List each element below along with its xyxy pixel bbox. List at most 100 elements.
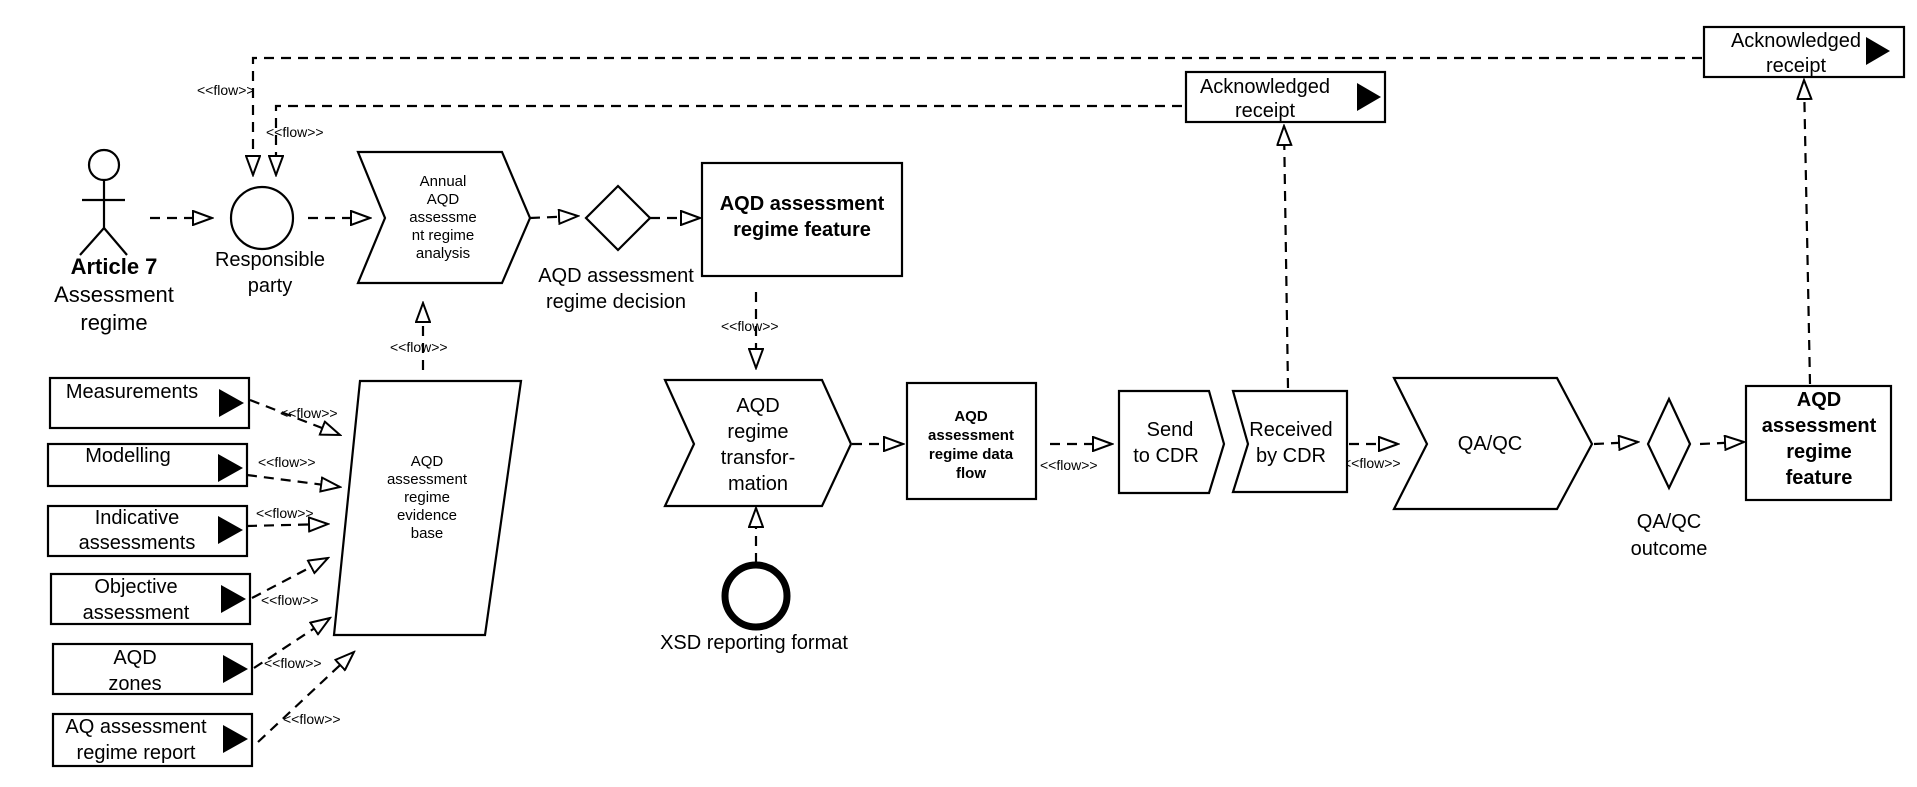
input-modelling[interactable]: Modelling xyxy=(46,442,249,488)
step-label: nt regime xyxy=(412,227,475,244)
evidence-base[interactable]: AQD assessment regime evidence base xyxy=(332,379,523,637)
step-label: mation xyxy=(728,473,788,495)
evidence-label: evidence xyxy=(397,507,457,524)
arrow-shape xyxy=(1231,389,1349,494)
flow-label: <<flow>> xyxy=(258,454,316,470)
input-label: Measurements xyxy=(66,381,198,403)
receipt-label: Acknowledged xyxy=(1731,30,1861,52)
flow-label: <<flow>> xyxy=(197,82,255,98)
chevron-shape xyxy=(663,378,853,508)
evidence-label: base xyxy=(411,525,444,542)
send-label: to CDR xyxy=(1133,445,1199,467)
transformation-step[interactable]: AQD regime transfor- mation xyxy=(663,378,853,508)
flow-label: <<flow>> xyxy=(390,339,448,355)
play-triangle-icon xyxy=(218,454,243,482)
step-label: analysis xyxy=(416,245,470,262)
input-box xyxy=(48,376,251,430)
decision-label: regime decision xyxy=(546,291,686,313)
input-label: Objective xyxy=(94,576,177,598)
evidence-label: AQD xyxy=(411,453,444,470)
flow-qaqc-to-outcome xyxy=(1593,442,1638,444)
arrow-shape xyxy=(1117,389,1226,495)
feature-label: regime feature xyxy=(733,219,871,241)
play-triangle-icon xyxy=(1866,37,1890,65)
step-label: Annual xyxy=(420,173,467,190)
qaqc-step[interactable]: QA/QC xyxy=(1392,376,1594,511)
annual-analysis-step[interactable]: Annual AQD assessme nt regime analysis xyxy=(356,150,532,285)
send-label: Send xyxy=(1147,419,1194,441)
receipt-label: receipt xyxy=(1235,100,1295,122)
evidence-label: regime xyxy=(404,489,450,506)
flow-label: <<flow>> xyxy=(1343,455,1401,471)
feature-label: feature xyxy=(1786,467,1853,489)
input-label: assessments xyxy=(79,532,196,554)
decision-label: AQD assessment xyxy=(538,265,694,287)
send-to-cdr[interactable]: Send to CDR xyxy=(1117,389,1226,495)
step-label: AQD xyxy=(736,395,779,417)
flow-label: <<flow>> xyxy=(264,655,322,671)
data-flow-label: flow xyxy=(956,465,986,482)
input-aqd-zones[interactable]: AQD zones xyxy=(51,642,254,696)
receipt-label: Acknowledged xyxy=(1200,76,1330,98)
receipt-box xyxy=(1184,70,1387,124)
input-box xyxy=(46,442,249,488)
feature-label: regime xyxy=(1786,441,1852,463)
qaqc-label: QA/QC xyxy=(1458,433,1522,455)
input-label: AQD xyxy=(113,647,156,669)
flow-objective-to-evidence xyxy=(251,558,328,599)
xsd-reporting-format[interactable]: XSD reporting format xyxy=(660,561,848,654)
flow-connectors xyxy=(150,56,1810,743)
outcome-label: QA/QC xyxy=(1637,511,1701,533)
feature-final[interactable]: AQD assessment regime feature xyxy=(1744,384,1893,502)
input-label: Indicative xyxy=(95,507,180,529)
flow-analysis-to-decision xyxy=(529,216,578,218)
party-label: party xyxy=(248,275,292,297)
flow-feature-to-ack-top xyxy=(1804,80,1810,385)
flow-zones-to-evidence xyxy=(253,618,330,669)
end-event-circle xyxy=(721,561,791,631)
flow-ack-top-to-party xyxy=(253,56,1702,175)
flow-label: <<flow>> xyxy=(280,405,338,421)
party-circle xyxy=(229,185,295,251)
actor-title: Article 7 xyxy=(71,254,158,279)
outcome-label: outcome xyxy=(1631,538,1708,560)
feature-top[interactable]: AQD assessment regime feature xyxy=(700,161,904,278)
flow-report-to-evidence xyxy=(257,652,354,743)
feature-box xyxy=(700,161,904,278)
xsd-label: XSD reporting format xyxy=(660,632,848,654)
ack-receipt-mid[interactable]: Acknowledged receipt xyxy=(1184,70,1387,124)
input-objective-assessment[interactable]: Objective assessment xyxy=(49,572,252,626)
diamond-shape xyxy=(1646,396,1692,491)
input-indicative-assessments[interactable]: Indicative assessments xyxy=(46,504,249,558)
input-box xyxy=(46,504,249,558)
qaqc-outcome-gateway[interactable]: QA/QC outcome xyxy=(1631,396,1708,560)
responsible-party[interactable]: Responsible party xyxy=(215,185,325,297)
chevron-shape xyxy=(356,150,532,285)
received-label: by CDR xyxy=(1256,445,1326,467)
ack-receipt-top[interactable]: Acknowledged receipt xyxy=(1702,25,1906,79)
data-flow-label: regime data xyxy=(929,446,1014,463)
flow-modelling-to-evidence xyxy=(246,473,340,487)
flow-label: <<flow>> xyxy=(261,592,319,608)
feature-label: assessment xyxy=(1762,415,1877,437)
step-label: assessme xyxy=(409,209,477,226)
input-aq-assessment-regime-report[interactable]: AQ assessment regime report xyxy=(51,712,254,768)
flow-label: <<flow>> xyxy=(256,505,314,521)
data-flow-box[interactable]: AQD assessment regime data flow xyxy=(905,381,1038,501)
decision-gateway[interactable]: AQD assessment regime decision xyxy=(538,184,694,313)
received-label: Received xyxy=(1249,419,1332,441)
feature-label: AQD assessment xyxy=(720,193,885,215)
input-measurements[interactable]: Measurements xyxy=(48,376,251,430)
flow-label: <<flow>> xyxy=(1040,457,1098,473)
flow-indicative-to-evidence xyxy=(246,524,328,526)
flow-ack-mid-to-party xyxy=(276,104,1182,175)
received-by-cdr[interactable]: Received by CDR xyxy=(1231,389,1349,494)
step-label: AQD xyxy=(427,191,460,208)
stick-figure-icon xyxy=(79,148,128,256)
play-triangle-icon xyxy=(219,389,244,417)
flow-label: <<flow>> xyxy=(266,124,324,140)
receipt-label: receipt xyxy=(1766,55,1826,77)
data-flow-rect xyxy=(905,381,1038,501)
flow-labels: <<flow>> <<flow>> <<flow>> <<flow>> <<fl… xyxy=(197,82,1401,727)
actor-article-7[interactable]: Article 7 Assessment regime xyxy=(54,148,174,335)
